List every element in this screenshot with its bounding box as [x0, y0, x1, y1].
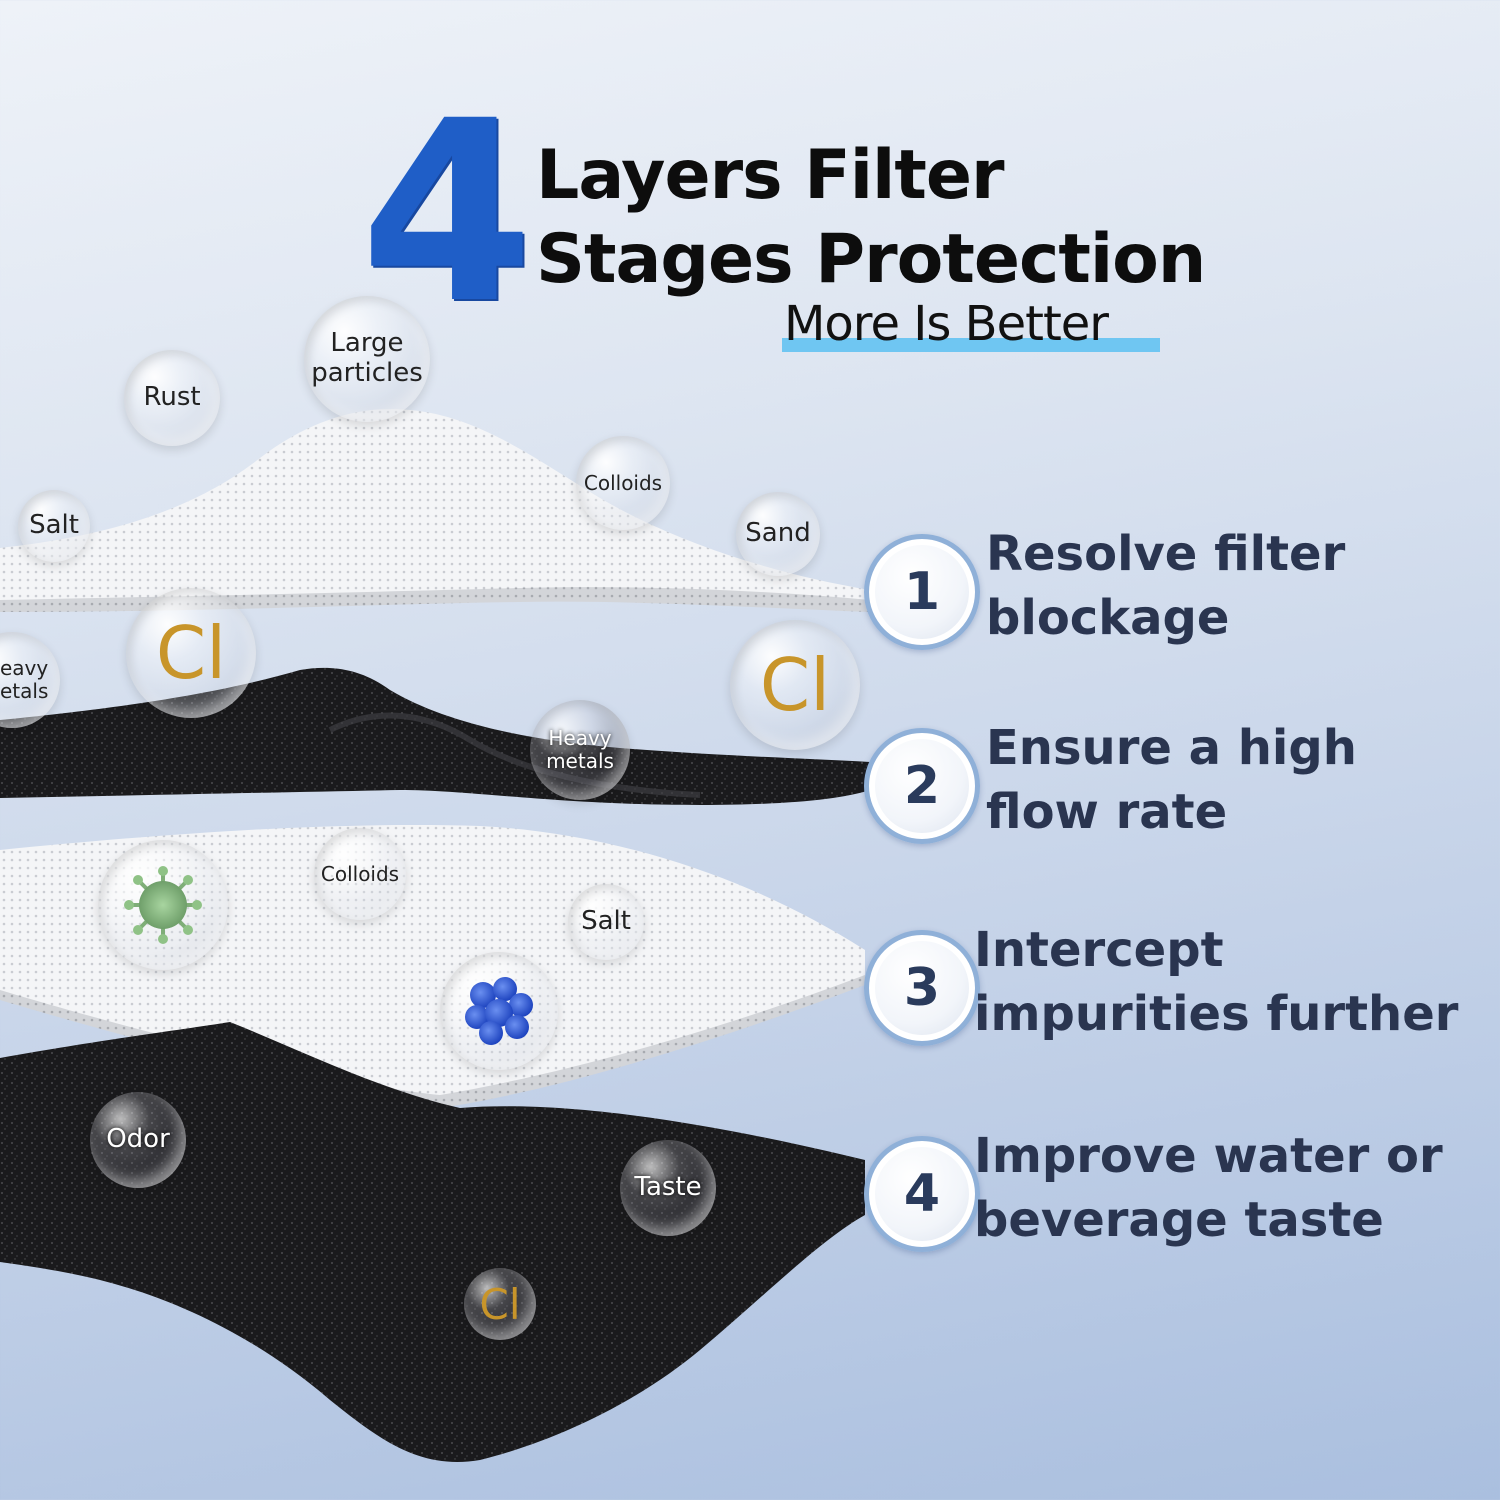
subtitle-underline: [782, 338, 1160, 352]
stage-2-number: 2: [903, 756, 941, 816]
bubble-sand: Sand: [736, 492, 820, 576]
stage-2-badge: 2: [864, 728, 980, 844]
bubble-colloids-mid: Colloids: [314, 828, 406, 920]
stage-3-number: 3: [903, 958, 941, 1018]
stage-2-text: Ensure a high flow rate: [986, 720, 1357, 840]
stage-4-text: Improve water or beverage taste: [974, 1128, 1443, 1248]
title-block: 4 Layers Filter Stages Protection More I…: [360, 88, 1260, 360]
stage-4-badge: 4: [864, 1136, 980, 1252]
stage-1: 1 Resolve filter blockage: [862, 526, 1500, 684]
stage-3-badge: 3: [864, 930, 980, 1046]
bacteria-cluster-icon: [465, 977, 533, 1045]
stage-4-number: 4: [903, 1164, 941, 1224]
bubble-heavy-metals-mid: Heavy metals: [530, 700, 630, 800]
bubble-rust: Rust: [124, 350, 220, 446]
bubble-virus: [98, 840, 228, 970]
bubble-label-salt-top: Salt: [29, 510, 79, 541]
stage-4: 4 Improve water or beverage taste: [862, 1128, 1500, 1286]
bubble-label-salt-mid: Salt: [581, 906, 631, 937]
stage-1-text: Resolve filter blockage: [986, 526, 1346, 646]
filter-layer-1: [0, 409, 870, 612]
bubble-label-odor: Odor: [106, 1124, 170, 1155]
subtitle: More Is Better: [784, 296, 1109, 352]
bubble-label-heavy-metals-mid: Heavy metals: [546, 726, 614, 773]
bubble-colloids-top: Colloids: [576, 436, 670, 530]
filter-layer-4: [0, 1022, 865, 1462]
bubble-label-rust: Rust: [143, 382, 201, 413]
bubble-label-taste: Taste: [634, 1172, 702, 1203]
bubble-label-cl-left: Cl: [155, 611, 227, 695]
bubble-label-colloids-mid: Colloids: [320, 861, 400, 886]
layer-count-number: 4: [360, 67, 534, 358]
bubble-label-cl-right: Cl: [759, 643, 831, 727]
bubble-cl-right: Cl: [730, 620, 860, 750]
bubble-odor: Odor: [90, 1092, 186, 1188]
title-line-1: Layers Filter: [536, 136, 1004, 215]
stage-2: 2 Ensure a high flow rate: [862, 720, 1500, 878]
bubble-salt-top: Salt: [18, 490, 90, 562]
bubble-label-cl-bottom: Cl: [479, 1279, 521, 1329]
stage-3-text: Intercept impurities further: [974, 922, 1459, 1042]
bubble-label-heavy-metals-left: eavy etals: [0, 656, 49, 703]
stage-1-badge: 1: [864, 534, 980, 650]
bubble-large-particles: Large particles: [304, 296, 430, 422]
bubble-cl-left: Cl: [126, 588, 256, 718]
bubble-salt-mid: Salt: [568, 884, 644, 960]
bubble-label-sand: Sand: [745, 518, 811, 549]
bubble-bacteria: [440, 952, 558, 1070]
stage-list: 1 Resolve filter blockage 2 Ensure a hig…: [862, 0, 1500, 1500]
title-line-2: Stages Protection: [536, 220, 1206, 299]
bubble-taste: Taste: [620, 1140, 716, 1236]
bubble-cl-bottom: Cl: [464, 1268, 536, 1340]
bubble-label-colloids-top: Colloids: [583, 470, 663, 495]
stage-1-number: 1: [903, 562, 941, 622]
subtitle-block: More Is Better: [782, 296, 1162, 356]
stage-3: 3 Intercept impurities further: [862, 922, 1500, 1080]
bubble-label-large-particles: Large particles: [311, 328, 423, 388]
virus-icon: [124, 866, 202, 944]
